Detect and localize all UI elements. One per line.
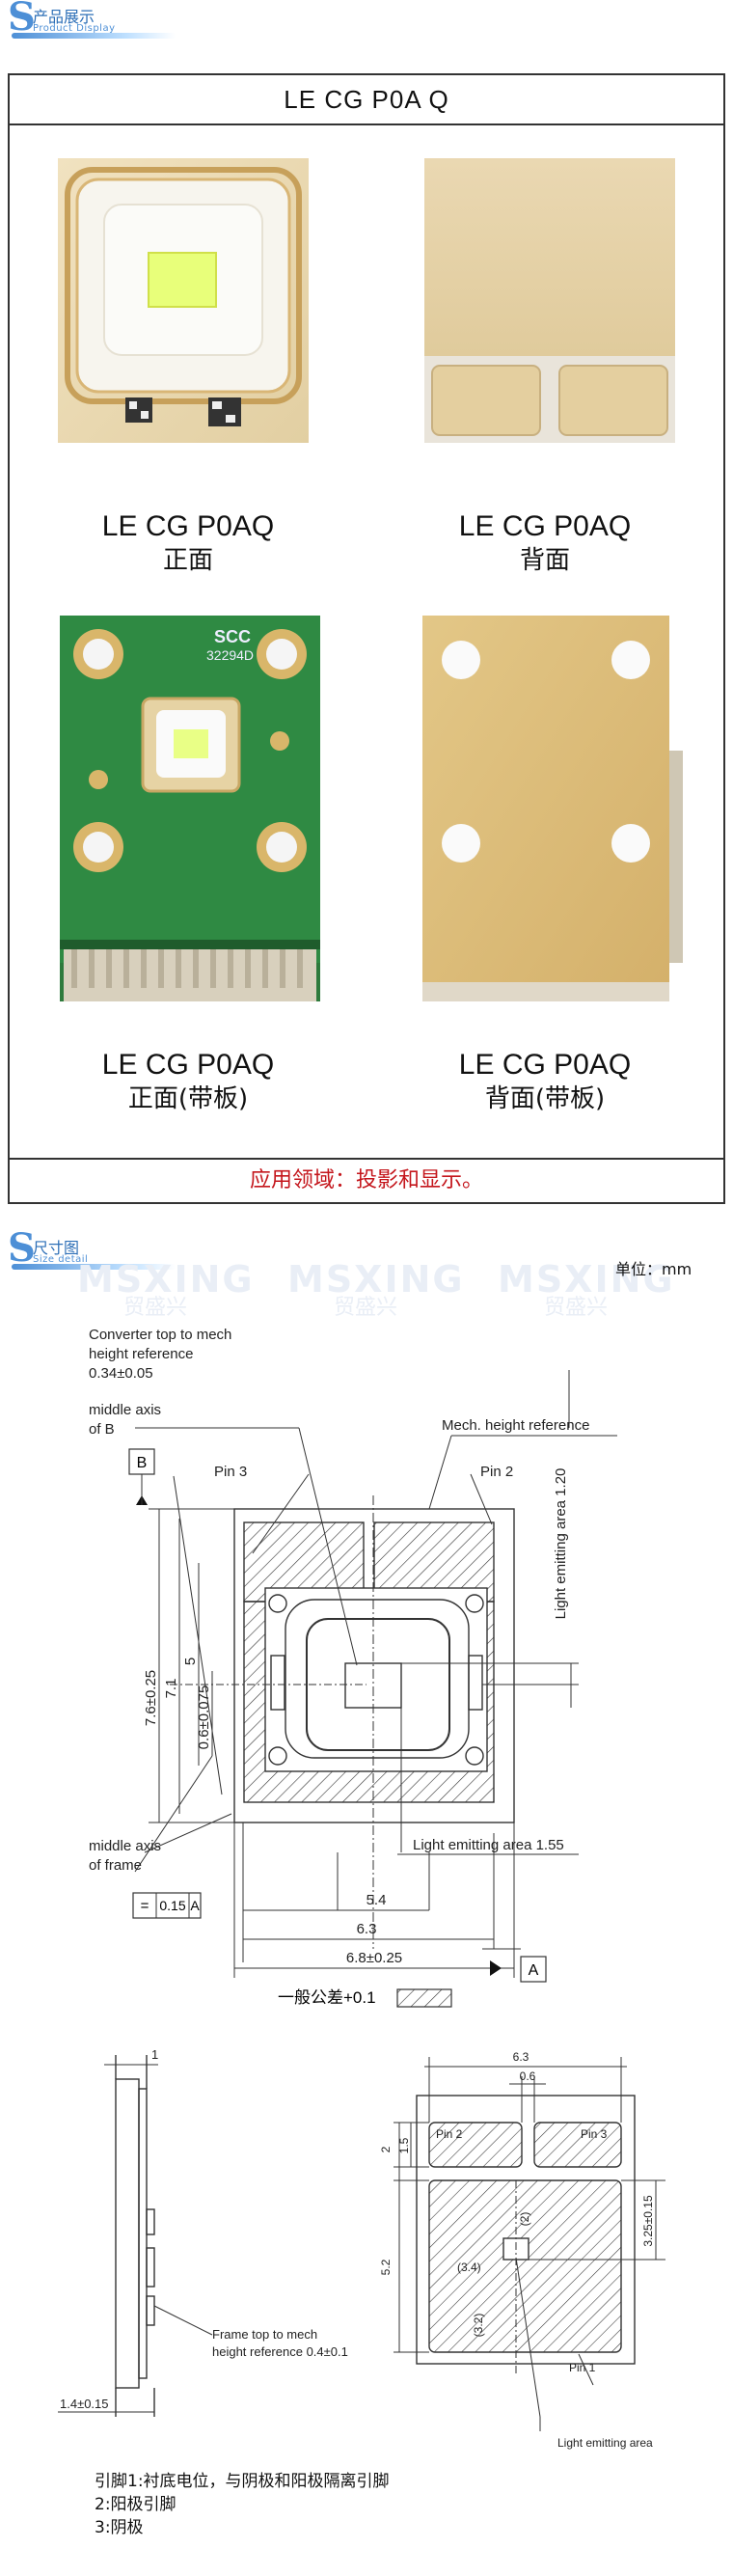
product-display-header: S 产品展示 Product Display [8, 0, 181, 41]
led-back-image [424, 158, 675, 443]
datum-b-label: B [137, 1455, 148, 1471]
led-front-image [58, 158, 309, 443]
watermark-cn: 贸盛兴 [334, 1296, 398, 1320]
led-back-board-image [422, 616, 683, 1001]
bottom-view [394, 2057, 665, 2431]
product-view: 背面 [519, 546, 570, 575]
pin2-label: Pin 2 [480, 1464, 513, 1480]
section-title-en: Size detail [33, 1254, 89, 1265]
frame-top-label: Frame top to mech [212, 2327, 317, 2342]
side-and-bottom-drawing: 1 1.4±0.15 Frame top to mech height refe… [58, 2047, 665, 2450]
hatch-legend [396, 1988, 452, 2008]
converter-top-label: Converter top to mech [89, 1327, 231, 1343]
pin3-label: Pin 3 [214, 1464, 247, 1480]
section-s-logo: S [8, 0, 36, 40]
section-underline [12, 1264, 176, 1270]
general-tolerance-label: 一般公差+0.1 [278, 1988, 376, 2007]
frame-top-label-2: height reference 0.4±0.1 [212, 2344, 348, 2359]
tolerance-value: 0.15 [159, 1898, 185, 1913]
bottom-pin3-label: Pin 3 [581, 2127, 608, 2141]
middle-axis-frame-label: middle axis [89, 1838, 161, 1854]
watermark-brand: MSXING [498, 1258, 675, 1301]
led-front-board-image: SCC 32294D [60, 616, 320, 1001]
section-title-cn: 尺寸图 [33, 1239, 80, 1257]
converter-top-label-2: height reference [89, 1346, 193, 1362]
mech-height-ref-label: Mech. height reference [442, 1417, 589, 1434]
product-model: LE CG P0AQ [458, 1049, 632, 1081]
watermark-brand: MSXING [77, 1258, 255, 1301]
section-title-en: Product Display [33, 23, 116, 34]
tolerance-datum: A [190, 1898, 200, 1913]
pin-note-1: 引脚1:衬底电位，与阴极和阳极隔离引脚 [95, 2472, 390, 2491]
product-item-3: LE CG P0AQ 正面(带板) [10, 1048, 366, 1115]
bottom-dim-paren-3-2: (3.2) [472, 2314, 485, 2338]
section-underline [12, 33, 176, 39]
product-title: LE CG P0A Q [10, 75, 723, 125]
light-area-v-label: Light emitting area 1.20 [553, 1468, 569, 1620]
section-title-cn: 产品展示 [33, 8, 95, 26]
dim-5: 5 [182, 1658, 199, 1665]
product-view: 正面(带板) [127, 1084, 249, 1113]
unit-label: 单位：mm [615, 1260, 692, 1278]
middle-axis-frame-label-2: of frame [89, 1857, 142, 1874]
watermark-cn: 贸盛兴 [123, 1296, 188, 1320]
bottom-dim-paren-2: (2) [518, 2212, 531, 2227]
middle-axis-b-label-2: of B [89, 1421, 115, 1438]
watermark-cn: 贸盛兴 [544, 1296, 609, 1320]
product-view: 正面 [162, 546, 213, 575]
dim-5-4: 5.4 [366, 1892, 387, 1908]
bottom-dim-5-2: 5.2 [379, 2259, 393, 2275]
pin-note-2: 2:阳极引脚 [95, 2495, 176, 2514]
board-brand: SCC [214, 627, 251, 646]
product-item-4: LE CG P0AQ 背面(带板) [366, 1048, 723, 1115]
light-area-h-label: Light emitting area 1.55 [413, 1837, 564, 1853]
bottom-pin1-label: Pin 1 [569, 2361, 596, 2374]
dim-7-1: 7.1 [163, 1679, 179, 1699]
datum-a-label: A [529, 1962, 539, 1979]
watermark-brand: MSXING [287, 1258, 465, 1301]
dim-7-6: 7.6±0.25 [143, 1670, 159, 1726]
bottom-pin2-label: Pin 2 [436, 2127, 463, 2141]
middle-axis-b-label: middle axis [89, 1402, 161, 1418]
side-view [58, 2055, 213, 2417]
side-dim-1-4: 1.4±0.15 [60, 2397, 109, 2411]
bottom-dim-0-6: 0.6 [520, 2069, 536, 2083]
board-code: 32294D [206, 647, 254, 663]
product-model: LE CG P0AQ [101, 1049, 275, 1081]
product-view: 背面(带板) [484, 1084, 606, 1113]
bottom-dim-3-25: 3.25±0.15 [641, 2195, 655, 2247]
bottom-dim-paren-3-4: (3.4) [457, 2261, 481, 2274]
section-s-logo: S [8, 1225, 36, 1271]
top-view-drawing: B A = 0.15 A Converter top to mech heigh… [89, 1327, 617, 2008]
bottom-dim-1-5: 1.5 [397, 2137, 411, 2153]
dim-6-8: 6.8±0.25 [346, 1950, 402, 1966]
size-detail-header: S 尺寸图 Size detail [8, 1229, 181, 1272]
tolerance-symbol: = [141, 1898, 149, 1914]
pin-note-3: 3:阴极 [95, 2518, 144, 2537]
converter-top-value: 0.34±0.05 [89, 1365, 153, 1382]
product-model: LE CG P0AQ [458, 510, 632, 542]
product-item-1: LE CG P0AQ 正面 [10, 509, 366, 577]
product-display-frame: LE CG P0A Q LE CG P0AQ 正面 LE [8, 73, 725, 1204]
bottom-dim-2: 2 [379, 2146, 393, 2152]
application-note: 应用领域：投影和显示。 [10, 1158, 723, 1202]
side-dim-1: 1 [151, 2047, 158, 2062]
bottom-dim-6-3: 6.3 [513, 2050, 529, 2064]
product-item-2: LE CG P0AQ 背面 [366, 509, 723, 577]
bottom-light-area-label: Light emitting area [557, 2436, 653, 2450]
product-model: LE CG P0AQ [101, 510, 275, 542]
dim-0-6: 0.6±0.075 [196, 1685, 212, 1750]
dim-6-3: 6.3 [357, 1921, 377, 1937]
